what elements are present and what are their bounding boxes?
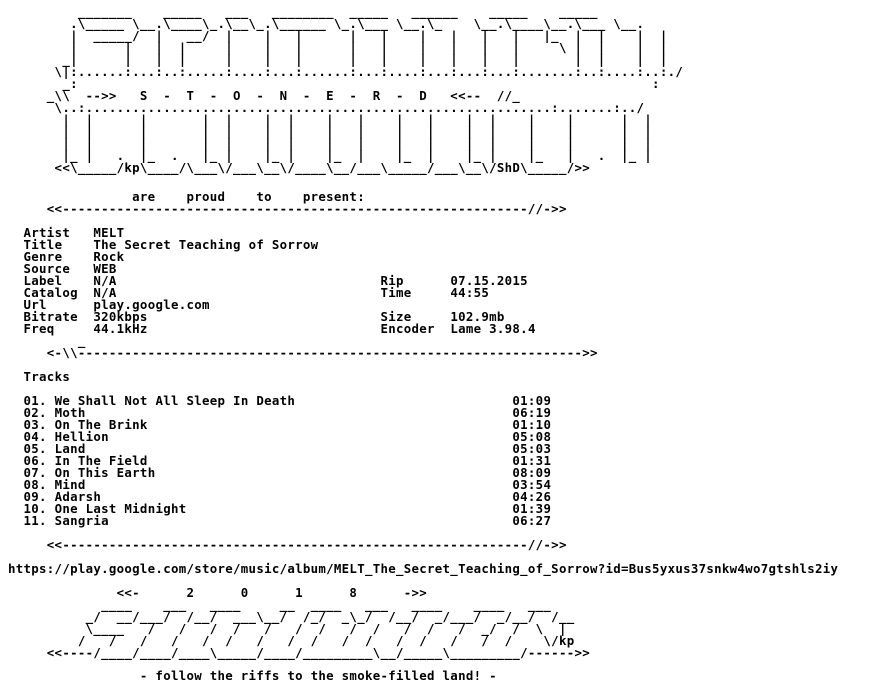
info-row: Title The Secret Teaching of Sorrow [8,237,319,252]
track-row: 07. On This Earth 08:09 [8,465,551,480]
tracks-heading: Tracks [8,369,71,384]
info-row: Genre Rock [8,249,125,264]
track-row: 03. On The Brink 01:10 [8,417,551,432]
info-value: 44:55 [450,285,490,300]
track-title: Land [54,441,513,456]
album-url: https://play.google.com/store/music/albu… [8,561,839,576]
info-label: Source [23,261,94,276]
track-time: 01:10 [512,417,552,432]
separator-top: <<--------------------------------------… [8,201,567,216]
track-number: 02. [23,405,55,420]
separator-bottom: <<--------------------------------------… [8,537,567,552]
info-value: 102.9mb [450,309,505,324]
info-label: Title [23,237,94,252]
info-value: N/A [93,285,381,300]
info-value: The Secret Teaching of Sorrow [93,237,319,252]
track-time: 03:54 [512,477,552,492]
track-row: 05. Land 05:03 [8,441,551,456]
track-title: Adarsh [54,489,513,504]
track-number: 04. [23,429,55,444]
info-row: Url play.google.com [8,297,210,312]
stonerd-logo-ascii-art: _______ _____ ___ ________ _____ ______ … [46,4,684,175]
info-value: play.google.com [93,297,210,312]
info-value: WEB [93,261,117,276]
info-label: Bitrate [23,309,94,324]
info-label: Label [23,273,94,288]
info-value: Lame 3.98.4 [450,321,536,336]
info-label: Catalog [23,285,94,300]
separator-middle: _ <-\\----------------------------------… [46,333,598,360]
track-number: 11. [23,513,55,528]
track-list: 01. We Shall Not All Sleep In Death 01:0… [8,393,551,528]
info-row: Artist MELT [8,225,125,240]
track-time: 05:08 [512,429,552,444]
track-time: 04:26 [512,489,552,504]
track-time: 05:03 [512,441,552,456]
track-time: 01:31 [512,453,552,468]
info-row: Source WEB [8,261,117,276]
track-number: 05. [23,441,55,456]
track-number: 06. [23,453,55,468]
track-number: 07. [23,465,55,480]
info-label: Size [380,309,451,324]
info-value: N/A [93,273,381,288]
track-title: In The Field [54,453,513,468]
tracks-heading-label: Tracks [23,369,71,384]
track-row: 02. Moth 06:19 [8,405,551,420]
track-time: 01:09 [512,393,552,408]
track-row: 11. Sangria 06:27 [8,513,551,528]
track-title: On This Earth [54,465,513,480]
track-row: 10. One Last Midnight 01:39 [8,501,551,516]
info-row: Catalog N/A Time 44:55 [8,285,489,300]
footer-slogan: - follow the riffs to the smoke-filled l… [8,668,497,683]
info-label: Url [23,297,94,312]
track-time: 01:39 [512,501,552,516]
track-row: 06. In The Field 01:31 [8,453,551,468]
track-title: We Shall Not All Sleep In Death [54,393,513,408]
proud-to-present-block: are proud to present: <<----------------… [8,189,567,216]
track-number: 10. [23,501,55,516]
track-row: 08. Mind 03:54 [8,477,551,492]
info-value: 07.15.2015 [450,273,528,288]
info-row: Label N/A Rip 07.15.2015 [8,273,528,288]
info-row: Freq 44.1kHz Encoder Lame 3.98.4 [8,321,536,336]
info-label: Genre [23,249,94,264]
year-2018-ascii-art: <<- 2 0 1 8 ->> ____ ___ ____ __ ____ __… [46,585,590,660]
info-label: Freq [23,321,94,336]
track-number: 03. [23,417,55,432]
track-row: 04. Hellion 05:08 [8,429,551,444]
track-title: Mind [54,477,513,492]
track-number: 01. [23,393,55,408]
info-label: Rip [380,273,451,288]
track-title: One Last Midnight [54,501,513,516]
info-row: Bitrate 320kbps Size 102.9mb [8,309,505,324]
info-label: Time [380,285,451,300]
track-title: Sangria [54,513,513,528]
track-number: 08. [23,477,55,492]
track-time: 06:27 [512,513,552,528]
release-info-block: Artist MELT Title The Secret Teaching of… [8,225,536,336]
info-value: 44.1kHz [93,321,381,336]
track-title: On The Brink [54,417,513,432]
track-number: 09. [23,489,55,504]
track-title: Hellion [54,429,513,444]
track-title: Moth [54,405,513,420]
info-value: MELT [93,225,125,240]
info-label: Artist [23,225,94,240]
track-time: 06:19 [512,405,552,420]
info-label: Encoder [380,321,451,336]
track-row: 01. We Shall Not All Sleep In Death 01:0… [8,393,551,408]
info-value: 320kbps [93,309,381,324]
track-row: 09. Adarsh 04:26 [8,489,551,504]
proud-to-present-line: are proud to present: [8,189,365,204]
track-time: 08:09 [512,465,552,480]
info-value: Rock [93,249,125,264]
